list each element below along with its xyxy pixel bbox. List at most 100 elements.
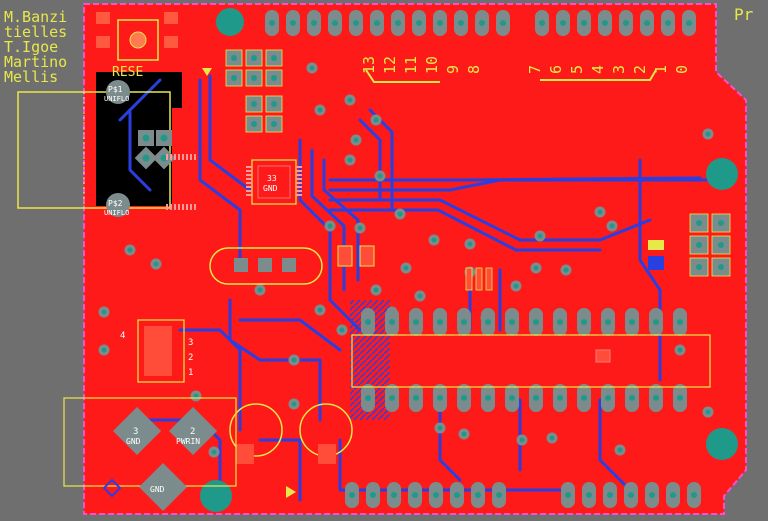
silk-name: Martino xyxy=(4,53,67,71)
via-hole xyxy=(519,437,525,443)
via-hole xyxy=(537,233,543,239)
header-number: 5 xyxy=(568,65,586,74)
icsp-pin-hole xyxy=(718,264,724,270)
icsp-pin-hole xyxy=(271,55,277,61)
via-hole xyxy=(563,267,569,273)
icsp-pin-hole xyxy=(251,55,257,61)
via-hole xyxy=(339,327,345,333)
smd-array[interactable] xyxy=(465,267,493,291)
mounting-hole xyxy=(200,480,232,512)
header-pin-hole xyxy=(565,492,571,498)
via-hole xyxy=(431,237,437,243)
via-hole xyxy=(597,209,603,215)
smd-component[interactable] xyxy=(359,245,375,267)
header-number: 8 xyxy=(465,65,483,74)
via-hole xyxy=(327,223,333,229)
via-hole xyxy=(373,287,379,293)
led-indicator[interactable] xyxy=(648,240,664,250)
header-pin-hole xyxy=(395,20,401,26)
crystal-pad[interactable] xyxy=(282,258,296,272)
via-hole xyxy=(373,117,379,123)
capacitor-pad[interactable] xyxy=(318,444,336,464)
dip-chip-row-top[interactable] xyxy=(361,308,687,336)
icsp-pin-hole xyxy=(271,121,277,127)
dip-pin-hole xyxy=(557,319,563,325)
dip-pin-hole xyxy=(653,395,659,401)
header-number: 7 xyxy=(526,65,544,74)
dip-pin-hole xyxy=(485,319,491,325)
icsp-header-2[interactable] xyxy=(245,95,283,133)
dip-chip-row-bottom[interactable] xyxy=(361,384,687,412)
header-pin-hole xyxy=(581,20,587,26)
header-pin-hole xyxy=(332,20,338,26)
mounting-hole xyxy=(706,428,738,460)
capacitor-outline xyxy=(229,403,283,457)
via-hole xyxy=(533,265,539,271)
via-hole xyxy=(377,173,383,179)
header-pin-hole xyxy=(628,492,634,498)
header-pin-hole xyxy=(607,492,613,498)
regulator-body[interactable] xyxy=(144,326,172,376)
smd-component[interactable] xyxy=(337,245,353,267)
header-number: 10 xyxy=(423,56,441,74)
icsp-pin-hole xyxy=(271,101,277,107)
via-hole xyxy=(549,435,555,441)
via-hole xyxy=(347,97,353,103)
icsp-header-right[interactable] xyxy=(689,213,731,277)
header-number: 13 xyxy=(360,56,378,74)
icsp-header-1[interactable] xyxy=(225,49,283,87)
dip-pin-hole xyxy=(677,319,683,325)
power-analog-header[interactable] xyxy=(345,482,701,508)
icsp-pin-hole xyxy=(231,75,237,81)
header-pin-hole xyxy=(458,20,464,26)
header-pin-hole xyxy=(370,492,376,498)
header-pin-hole xyxy=(602,20,608,26)
ps1-label: P$1 xyxy=(108,85,123,94)
reset-pad xyxy=(96,12,110,24)
dip-pin-hole xyxy=(437,395,443,401)
header-number: 0 xyxy=(673,65,691,74)
icsp-pin-hole xyxy=(231,55,237,61)
header-number: 6 xyxy=(547,65,565,74)
small-chip[interactable] xyxy=(595,349,611,363)
via-hole xyxy=(193,393,199,399)
via-hole xyxy=(467,241,473,247)
header-pin-hole xyxy=(644,20,650,26)
dip-pin-hole xyxy=(461,319,467,325)
header-pin-hole xyxy=(539,20,545,26)
crystal-pad[interactable] xyxy=(258,258,272,272)
via-hole xyxy=(317,107,323,113)
usb-shield-pad[interactable] xyxy=(106,80,130,104)
header-pin-hole xyxy=(691,492,697,498)
reset-button[interactable] xyxy=(117,19,159,61)
jack-pad-label: GND xyxy=(126,437,141,446)
capacitor-pad[interactable] xyxy=(236,444,254,464)
usb-shield-pad[interactable] xyxy=(106,193,130,217)
power-jack-pads[interactable] xyxy=(112,406,218,512)
regulator-tag: 4 xyxy=(120,331,125,341)
dip-pin-hole xyxy=(653,319,659,325)
reset-pad xyxy=(164,12,178,24)
reset-button-knob xyxy=(129,31,147,49)
jack-pad-label: PWRIN xyxy=(176,437,200,446)
ps2-sub: UNIFLO xyxy=(104,209,129,217)
digital-header[interactable] xyxy=(265,10,696,36)
dip-pin-hole xyxy=(581,319,587,325)
header-pin-hole xyxy=(290,20,296,26)
crystal-pad[interactable] xyxy=(234,258,248,272)
regulator-pin-2: 2 xyxy=(188,353,193,363)
dip-pin-hole xyxy=(509,319,515,325)
mcu-pins xyxy=(166,154,302,210)
smd-resistor[interactable] xyxy=(648,256,664,270)
dip-pin-hole xyxy=(437,319,443,325)
icsp-pin-hole xyxy=(251,101,257,107)
via-hole xyxy=(211,449,217,455)
via-hole xyxy=(127,247,133,253)
mcu-chip-pad[interactable] xyxy=(257,165,291,199)
dip-pin-hole xyxy=(533,319,539,325)
jack-pad-num: 3 xyxy=(133,427,138,437)
